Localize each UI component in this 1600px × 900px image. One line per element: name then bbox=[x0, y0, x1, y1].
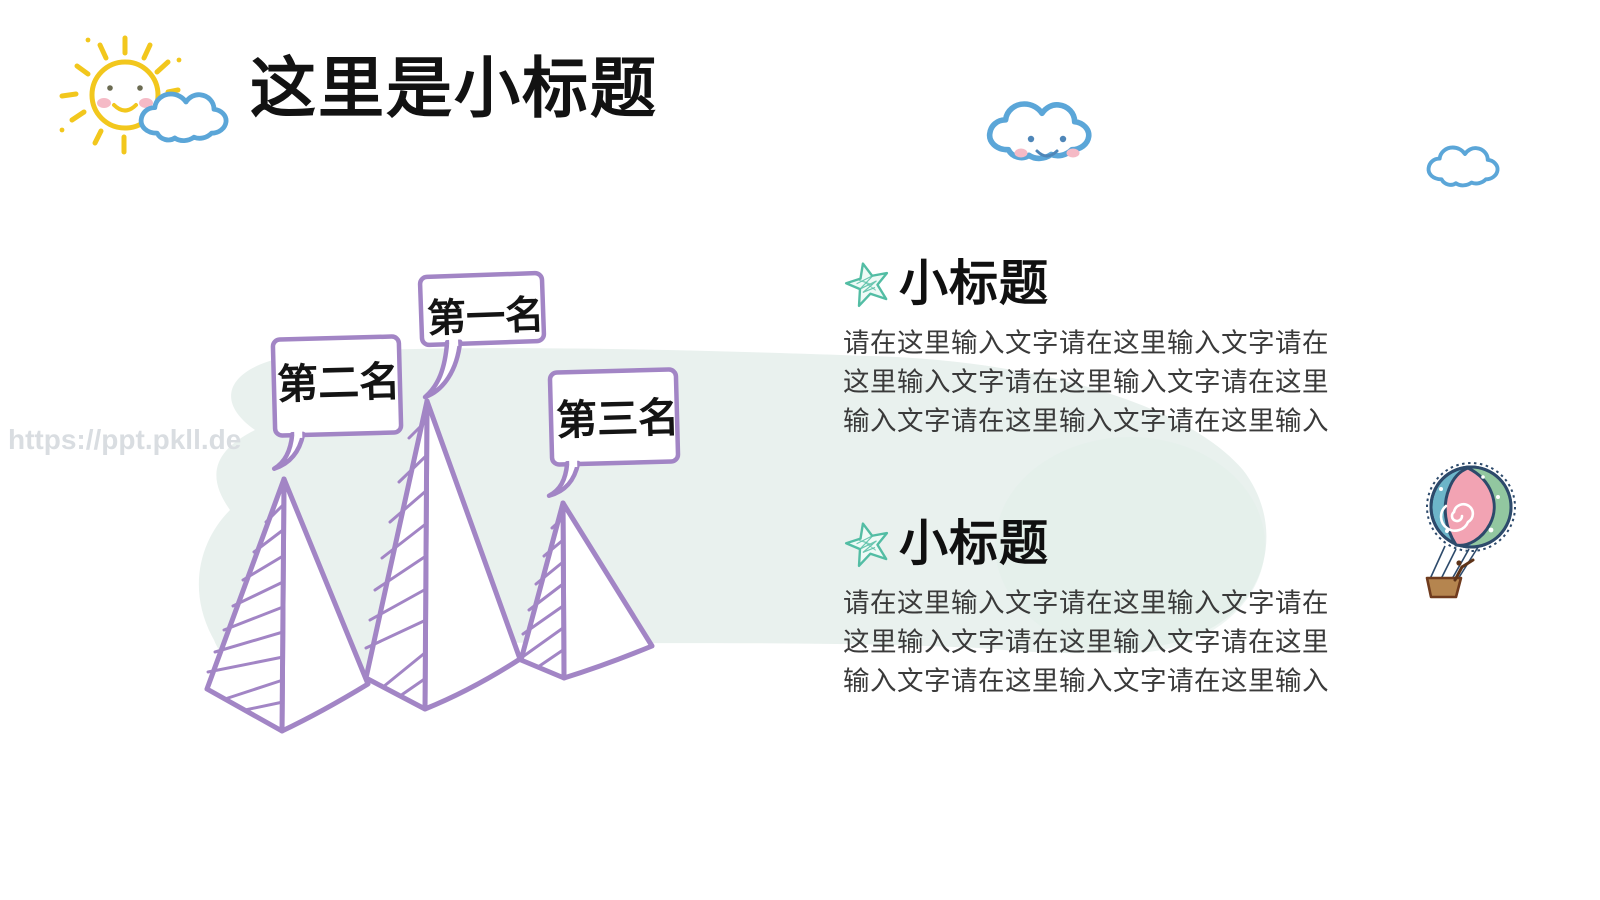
ranking-pyramids-illustration bbox=[204, 398, 655, 734]
section-body: 请在这里输入文字请在这里输入文字请在 这里输入文字请在这里输入文字请在这里 输入… bbox=[843, 584, 1363, 702]
section-body: 请在这里输入文字请在这里输入文字请在 这里输入文字请在这里输入文字请在这里 输入… bbox=[843, 324, 1363, 442]
body-line: 输入文字请在这里输入文字请在这里输入 bbox=[843, 666, 1329, 697]
smiling-cloud-icon bbox=[990, 104, 1089, 158]
hot-air-balloon-icon bbox=[1425, 462, 1516, 599]
rank-label-second: 第二名 bbox=[276, 358, 401, 408]
balloon-passenger bbox=[1453, 558, 1475, 582]
watermark-url: https://ppt.pkll.de bbox=[8, 424, 242, 455]
section-heading: 小标题 bbox=[899, 257, 1050, 311]
body-line: 这里输入文字请在这里输入文字请在这里 bbox=[843, 367, 1329, 398]
scribble-star-icon bbox=[844, 522, 889, 568]
section-2-header: 小标题 bbox=[843, 516, 1363, 572]
content-section-1: 小标题 请在这里输入文字请在这里输入文字请在 这里输入文字请在这里输入文字请在这… bbox=[843, 256, 1363, 442]
section-heading: 小标题 bbox=[899, 517, 1050, 571]
speech-bubble-third bbox=[546, 367, 681, 498]
body-line: 这里输入文字请在这里输入文字请在这里 bbox=[843, 627, 1329, 658]
speech-bubble-second bbox=[270, 334, 404, 471]
content-section-2: 小标题 请在这里输入文字请在这里输入文字请在 这里输入文字请在这里输入文字请在这… bbox=[843, 516, 1363, 702]
section-1-header: 小标题 bbox=[843, 256, 1363, 312]
rank-label-first: 第一名 bbox=[426, 293, 545, 342]
rank-label-third: 第三名 bbox=[555, 394, 680, 444]
speech-bubble-first bbox=[417, 270, 547, 400]
body-line: 输入文字请在这里输入文字请在这里输入 bbox=[843, 406, 1329, 437]
scribble-star-icon bbox=[844, 262, 889, 308]
body-line: 请在这里输入文字请在这里输入文字请在 bbox=[843, 328, 1329, 358]
body-line: 请在这里输入文字请在这里输入文字请在 bbox=[843, 588, 1329, 618]
slide-title: 这里是小标题 bbox=[250, 51, 658, 125]
small-cloud-icon bbox=[1429, 148, 1498, 186]
